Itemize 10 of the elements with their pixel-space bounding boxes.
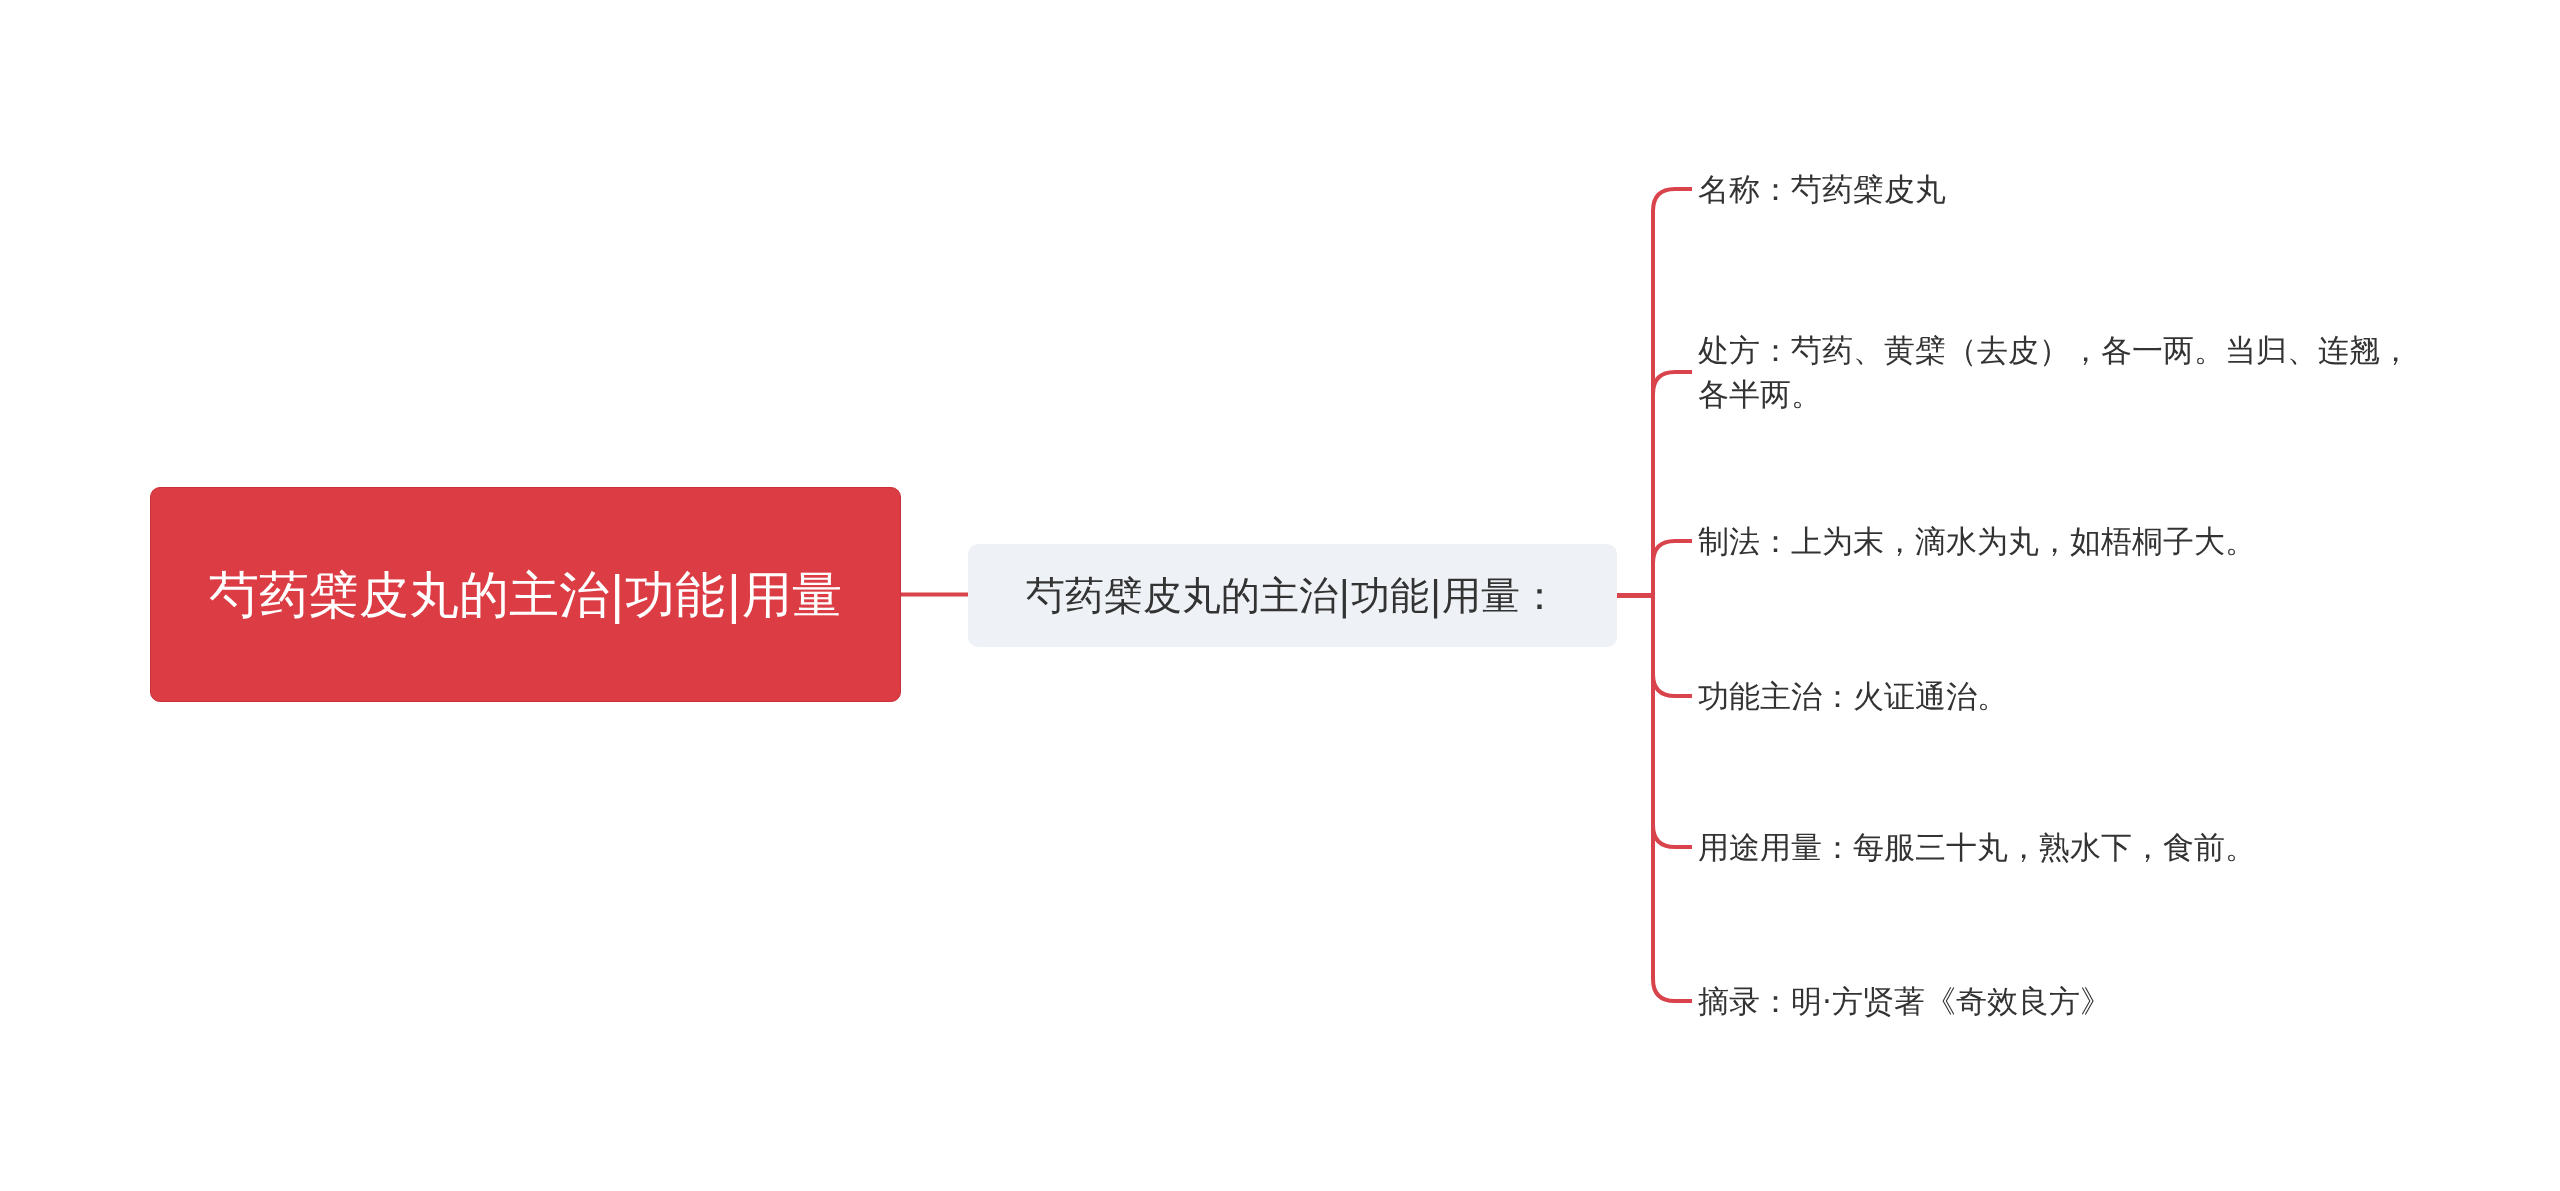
branch-text: 名称：芍药檗皮丸 [1698,167,2418,211]
branch-text: 摘录：明·方贤著《奇效良方》 [1698,979,2418,1023]
branch-text: 处方：芍药、黄檗（去皮），各一两。当归、连翘，各半两。 [1698,328,2418,416]
branch-text: 功能主治：火证通治。 [1698,674,2418,718]
subtopic-box: 芍药檗皮丸的主治|功能|用量： [968,544,1617,647]
root-topic-box: 芍药檗皮丸的主治|功能|用量 [150,487,901,702]
branch-text: 用途用量：每服三十丸，熟水下，食前。 [1698,825,2418,869]
connector-line [901,592,968,597]
connector-line [1617,593,1692,1003]
branch-text: 制法：上为末，滴水为丸，如梧桐子大。 [1698,519,2418,563]
